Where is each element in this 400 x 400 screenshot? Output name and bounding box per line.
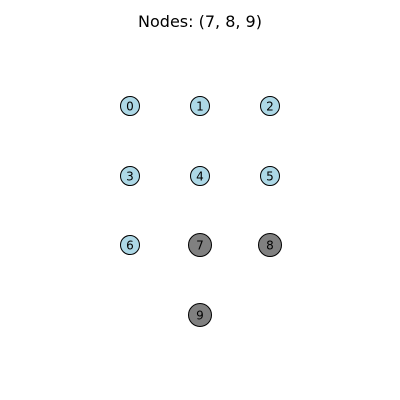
node-label: 8 — [266, 239, 274, 253]
node-circle — [120, 96, 140, 116]
node-label: 1 — [196, 100, 204, 114]
node-label: 9 — [196, 309, 204, 323]
node-5: 5 — [260, 166, 280, 186]
node-circle — [190, 96, 210, 116]
node-label: 3 — [126, 170, 134, 184]
node-8: 8 — [258, 233, 282, 257]
node-circle — [190, 166, 210, 186]
node-circle — [188, 233, 212, 257]
node-7: 7 — [188, 233, 212, 257]
node-label: 2 — [266, 100, 274, 114]
node-label: 6 — [126, 239, 134, 253]
node-label: 0 — [126, 100, 134, 114]
node-circle — [120, 166, 140, 186]
node-2: 2 — [260, 96, 280, 116]
node-label: 4 — [196, 170, 204, 184]
node-circle — [188, 303, 212, 327]
node-1: 1 — [190, 96, 210, 116]
node-label: 5 — [266, 170, 274, 184]
node-circle — [258, 233, 282, 257]
node-6: 6 — [120, 235, 140, 255]
node-3: 3 — [120, 166, 140, 186]
node-circle — [260, 96, 280, 116]
node-4: 4 — [190, 166, 210, 186]
diagram-title: Nodes: (7, 8, 9) — [138, 12, 262, 31]
node-9: 9 — [188, 303, 212, 327]
node-label: 7 — [196, 239, 204, 253]
node-circle — [120, 235, 140, 255]
node-circle — [260, 166, 280, 186]
node-0: 0 — [120, 96, 140, 116]
